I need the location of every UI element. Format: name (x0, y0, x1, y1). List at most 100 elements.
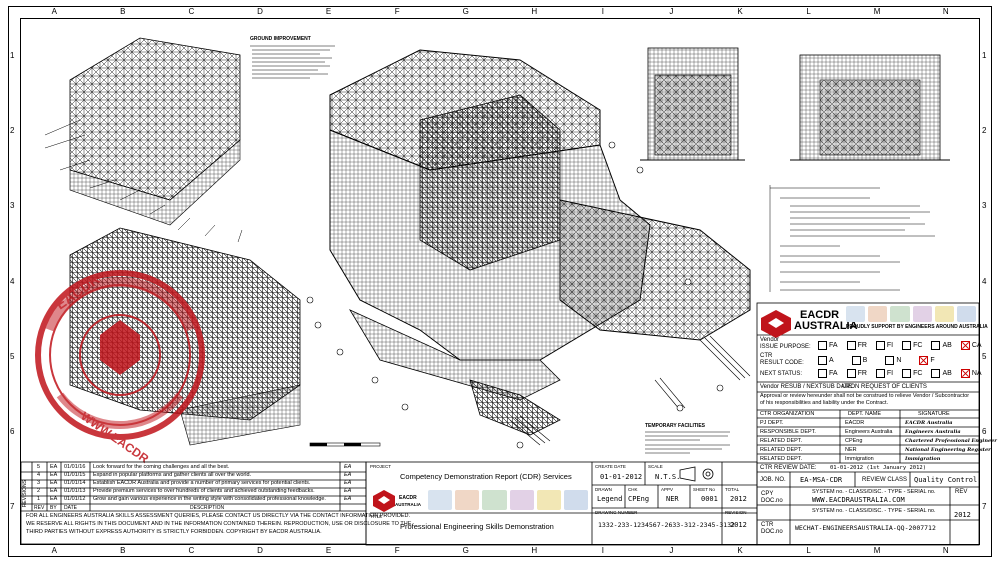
footer-line3: THIRD PARTIES WITHOUT EXPRESS AUTHORITY … (26, 529, 322, 535)
revision-by: EA (50, 480, 58, 486)
column-label: I (601, 7, 604, 16)
signoff-org: RESPONSIBLE DEPT. (760, 429, 816, 435)
tag-legend-diagram (769, 185, 935, 292)
ctr-doc-label: CTR (761, 522, 774, 528)
column-label: J (669, 546, 674, 555)
option-label: FR (857, 370, 867, 377)
checkbox (846, 369, 856, 378)
option-label: FC (913, 370, 923, 377)
elevation-view-right (790, 54, 950, 161)
system-line-cpy: SYSTEM no. - CLASS/DISC. - TYPE - SERIAL… (812, 489, 936, 495)
column-label: B (120, 546, 126, 555)
revision-number: 3 (37, 480, 41, 486)
partner-logo-strip (846, 306, 977, 322)
option-b: B (851, 356, 868, 365)
column-label: G (462, 546, 469, 555)
ctr-doc-no-label: DOC.no (761, 529, 783, 535)
elevation-view-left (640, 47, 745, 161)
option-fr: FR (846, 341, 867, 350)
drawn-value: Legend (597, 495, 623, 503)
ground-improvement-notes (250, 45, 335, 79)
next-status-label: NEXT STATUS: (760, 371, 803, 377)
revision-description: Look forward for the coming challenges a… (93, 464, 230, 470)
outer-border (8, 6, 992, 557)
checkbox (875, 369, 885, 378)
inner-border (20, 18, 980, 545)
projection-symbol (679, 466, 714, 482)
option-n: N (885, 356, 901, 365)
create-date-label: CREATE DATE (595, 464, 626, 469)
column-label: C (188, 7, 195, 16)
checkbox (885, 356, 895, 365)
appv-value: NER (666, 495, 679, 503)
revision-initials: EA (344, 480, 352, 486)
rev-value: 2012 (954, 511, 971, 519)
column-label: L (806, 7, 811, 16)
signoff-org: RELATED DEPT. (760, 456, 803, 462)
revision-initials: EA (344, 488, 352, 494)
row-label: 5 (982, 351, 987, 361)
option-label: FA (829, 342, 838, 349)
revision-initials: EA (344, 472, 352, 478)
column-label: K (737, 546, 743, 555)
revision-value: 2012 (730, 521, 747, 529)
stamp-url: WWW.EACDR (78, 409, 151, 466)
revision-date: 01/01/15 (64, 472, 86, 478)
column-label: L (806, 546, 811, 555)
column-label: F (394, 546, 400, 555)
eacdr-logo-mark (761, 310, 791, 338)
revision-description: Establish EACDR Australia and provide a … (93, 480, 311, 486)
revision-by: EA (50, 496, 58, 502)
checkbox (902, 369, 912, 378)
review-date-value: 01-01-2012 (1st January 2012) (830, 465, 927, 471)
column-label: A (51, 546, 57, 555)
option-f: F (919, 356, 935, 365)
column-label: B (120, 7, 126, 16)
option-label: F (930, 357, 935, 364)
revision-description: Grow and gain various experience in the … (93, 496, 326, 502)
checkbox (875, 341, 885, 350)
row-label: 1 (982, 50, 987, 60)
job-no-value: EA-MSA-CDR (800, 476, 843, 484)
row-label: 4 (982, 276, 987, 286)
checkbox (931, 341, 941, 350)
column-label: F (394, 7, 400, 16)
scale-bar (309, 442, 381, 447)
checkbox (818, 369, 827, 378)
cpy-label: CPY (761, 491, 774, 497)
row-label: 6 (10, 427, 15, 437)
signoff-signature: EACDR Australia (905, 420, 953, 426)
column-label: G (462, 7, 469, 16)
chk-label: CHK (628, 487, 638, 492)
company-name-line1: EACDR (800, 309, 840, 321)
option-label: FC (913, 342, 923, 349)
ctr-label: CTR (760, 353, 773, 359)
revision-initials: EA (344, 464, 352, 470)
row-label: 7 (10, 502, 15, 512)
revision-header: DESCRIPTION (190, 505, 225, 511)
option-label: NA (971, 370, 982, 377)
plant-structure-isometric (306, 49, 751, 449)
total-label: TOTAL (725, 487, 740, 492)
result-code-label: RESULT CODE: (760, 360, 804, 366)
checkbox (818, 341, 827, 350)
column-label: N (942, 7, 949, 16)
revision-by: EA (50, 464, 58, 470)
column-label: M (873, 7, 881, 16)
revision-number: 5 (37, 464, 41, 470)
option-label: AB (942, 342, 952, 349)
resubmit-value: UPON REQUEST OF CLIENTS (842, 384, 927, 390)
checkbox (818, 356, 827, 365)
column-label: K (737, 7, 743, 16)
job-no-label: JOB. NO. (760, 477, 786, 483)
scale-label: SCALE (648, 464, 663, 469)
revision-date: 01/01/13 (64, 488, 86, 494)
review-class-value: Quality Control (914, 476, 978, 484)
revision-description: Expand in popular platforms and gather c… (93, 472, 252, 478)
option-label: B (862, 357, 868, 364)
option-na: NA (960, 369, 982, 378)
option-fa: FA (818, 369, 838, 378)
